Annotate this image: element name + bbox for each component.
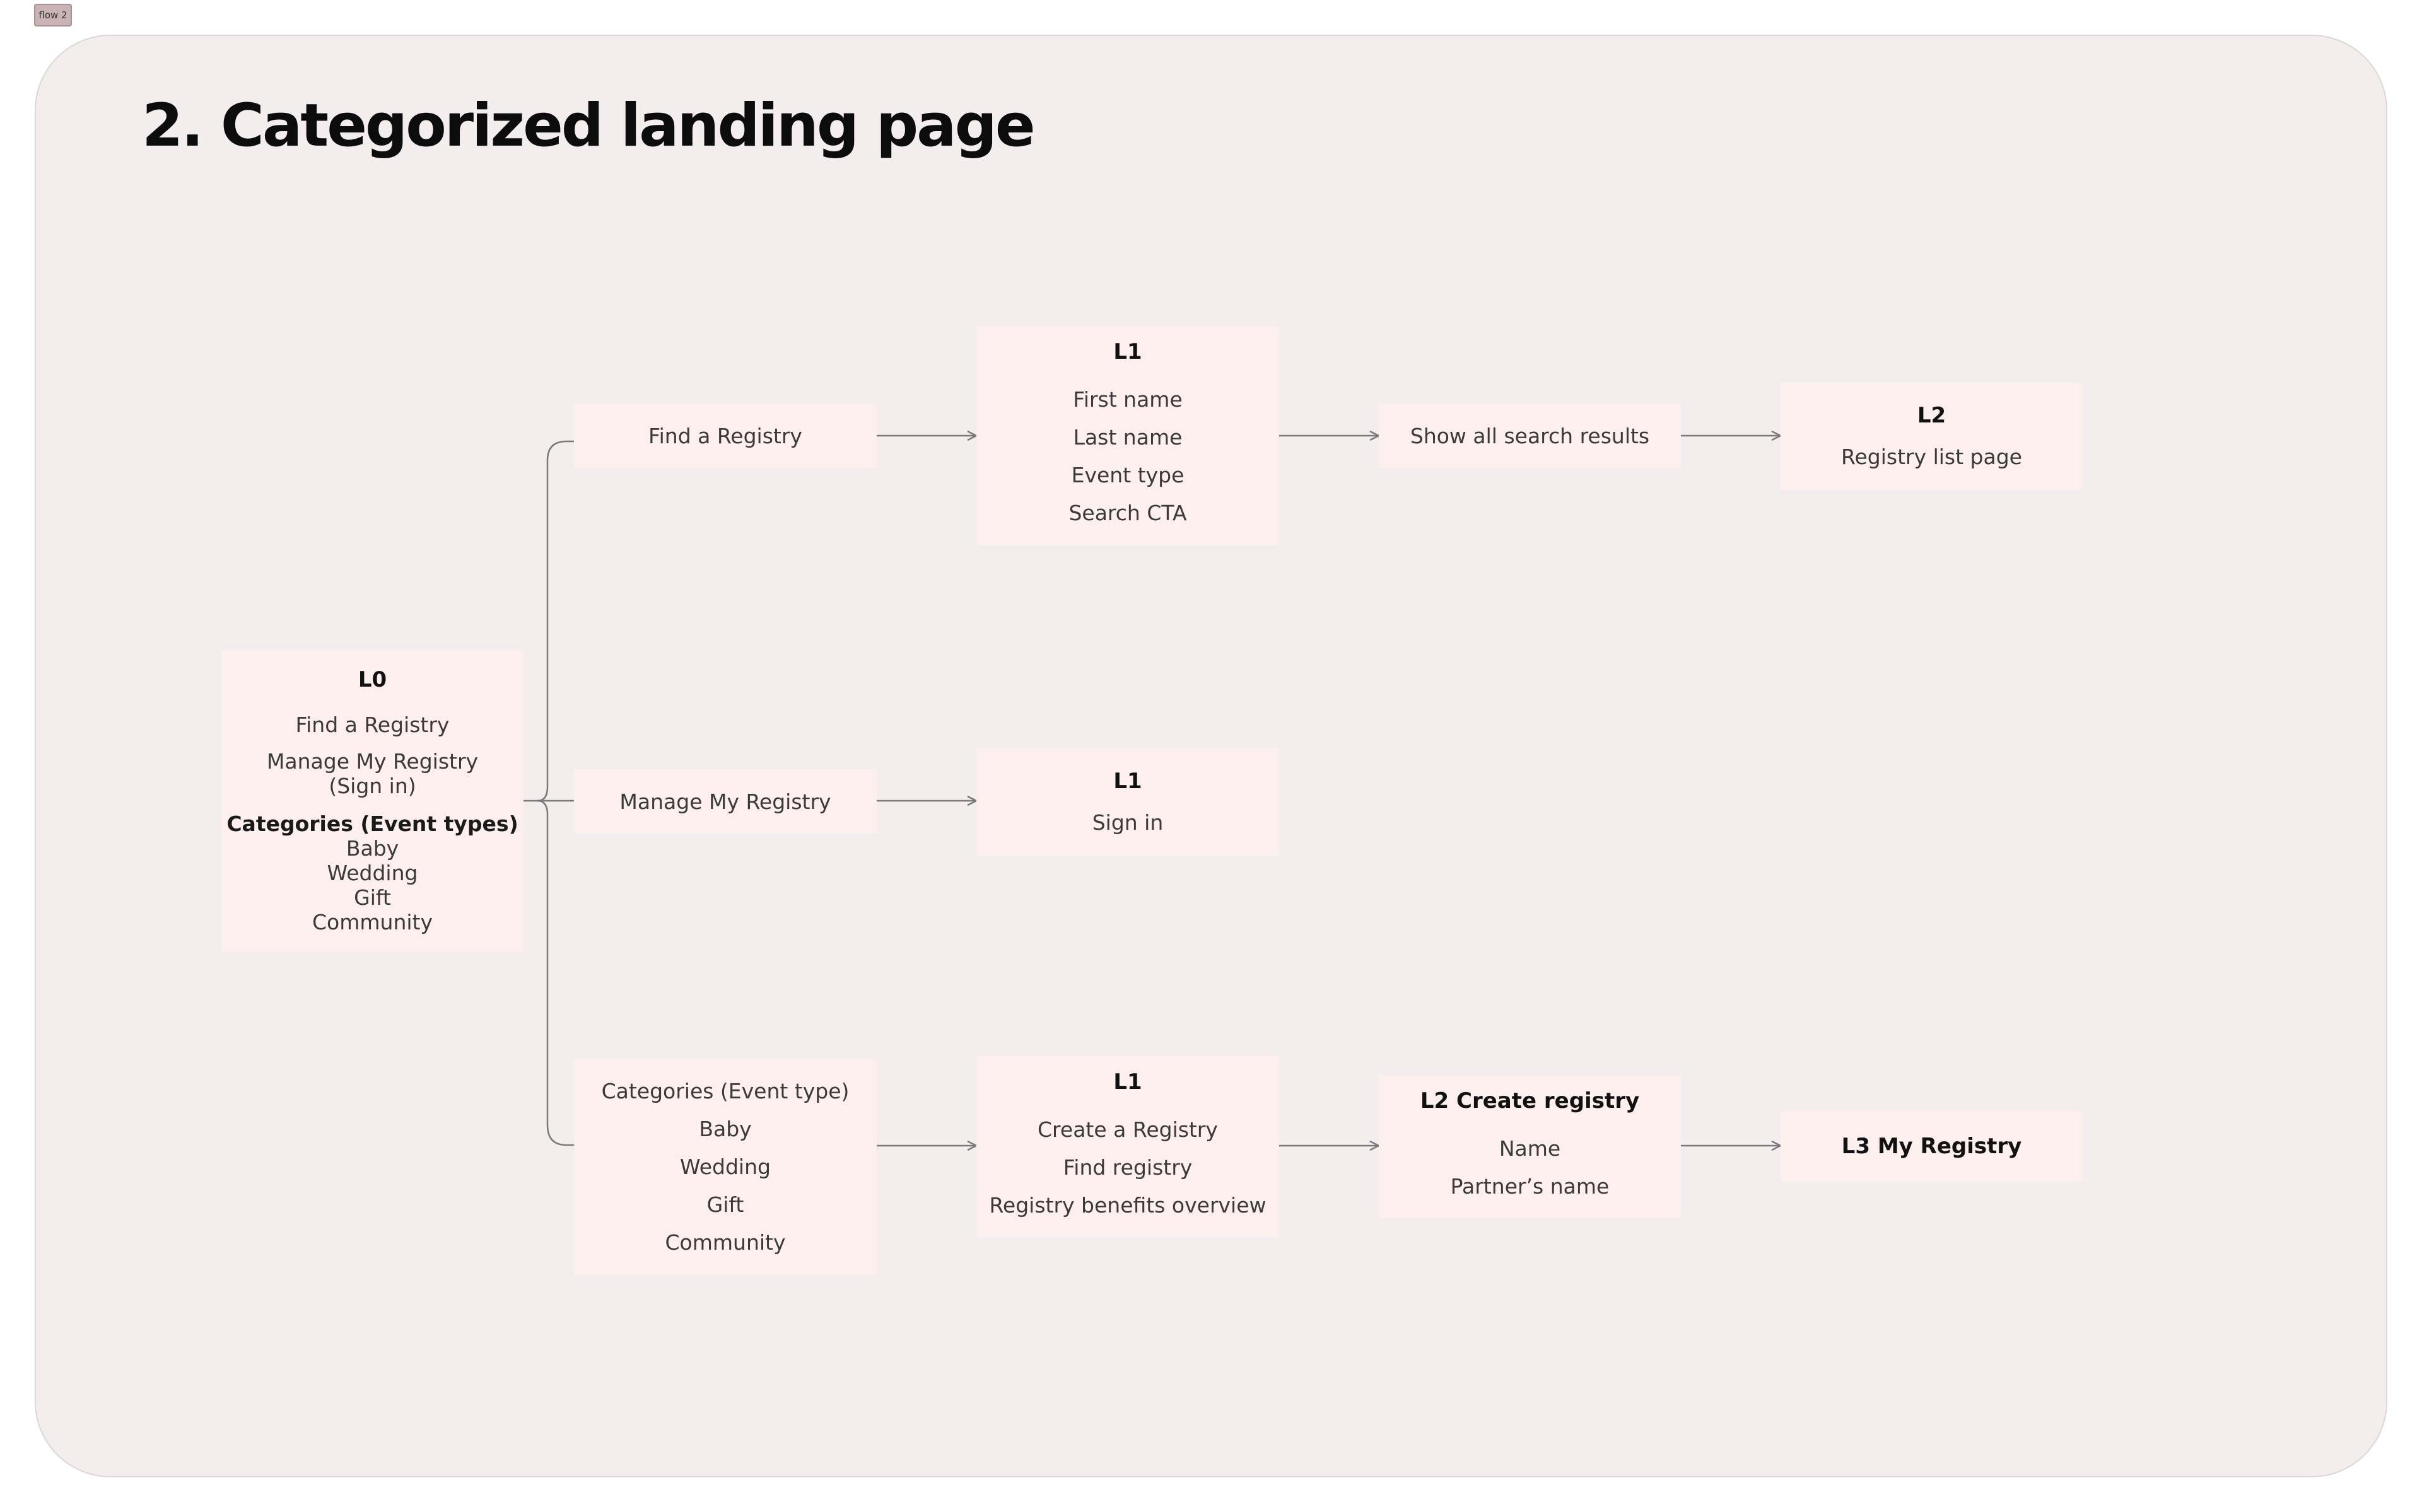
- page-title: 2. Categorized landing page: [142, 91, 1036, 160]
- node-item: Find a Registry: [295, 712, 450, 737]
- node-heading: L1: [1113, 1069, 1142, 1095]
- node-l1-search[interactable]: L1 First name Last name Event type Searc…: [976, 326, 1279, 545]
- node-l1-categories[interactable]: L1 Create a Registry Find registry Regis…: [976, 1056, 1279, 1237]
- node-item: Baby: [346, 836, 399, 861]
- node-show-results[interactable]: Show all search results: [1379, 404, 1681, 468]
- bracket-connector-lower: [537, 800, 574, 1146]
- node-item: Name: [1499, 1136, 1561, 1161]
- node-item: (Sign in): [329, 774, 416, 798]
- node-categories-branch[interactable]: Categories (Event type) Baby Wedding Gif…: [574, 1059, 877, 1275]
- node-find-registry[interactable]: Find a Registry: [574, 404, 877, 468]
- node-item: Sign in: [1092, 810, 1164, 835]
- node-l3-my-registry[interactable]: L3 My Registry: [1781, 1111, 2083, 1182]
- node-heading: L2 Create registry: [1420, 1088, 1640, 1114]
- node-label: Find a Registry: [648, 423, 802, 448]
- node-item: Categories (Event type): [601, 1079, 850, 1103]
- node-heading: L3 My Registry: [1841, 1134, 2022, 1159]
- bracket-connector: [524, 440, 574, 802]
- node-item: Wedding: [680, 1154, 771, 1179]
- node-item: Manage My Registry: [266, 749, 479, 774]
- node-item: Create a Registry: [1038, 1117, 1218, 1142]
- node-heading: L2: [1917, 403, 1946, 428]
- node-item: Registry list page: [1841, 445, 2022, 469]
- node-item: Community: [312, 910, 433, 934]
- node-item: Partner’s name: [1450, 1173, 1610, 1199]
- node-item: Event type: [1071, 463, 1185, 487]
- node-item: Registry benefits overview: [989, 1192, 1267, 1218]
- node-label: Show all search results: [1410, 423, 1650, 448]
- node-heading: L1: [1113, 339, 1142, 364]
- node-manage-registry[interactable]: Manage My Registry: [574, 769, 877, 834]
- node-l2-list[interactable]: L2 Registry list page: [1781, 383, 2083, 490]
- node-l1-signin[interactable]: L1 Sign in: [976, 748, 1279, 856]
- node-l0[interactable]: L0 Find a Registry Manage My Registry (S…: [221, 650, 524, 951]
- node-l2-create[interactable]: L2 Create registry Name Partner’s name: [1379, 1075, 1681, 1218]
- node-item: Gift: [706, 1192, 744, 1217]
- node-item: Community: [665, 1230, 786, 1255]
- node-heading: L0: [358, 667, 387, 692]
- node-item: Last name: [1073, 425, 1183, 450]
- node-item: Gift: [354, 885, 391, 910]
- node-heading: L1: [1113, 769, 1142, 794]
- node-item: Baby: [699, 1117, 752, 1141]
- node-label: Manage My Registry: [619, 789, 831, 814]
- node-item: Wedding: [327, 861, 418, 885]
- node-item: First name: [1073, 387, 1183, 412]
- node-item: Find registry: [1063, 1154, 1193, 1180]
- frame-tag[interactable]: flow 2: [34, 4, 72, 26]
- node-item: Search CTA: [1068, 501, 1187, 525]
- node-subheading: Categories (Event types): [226, 811, 518, 836]
